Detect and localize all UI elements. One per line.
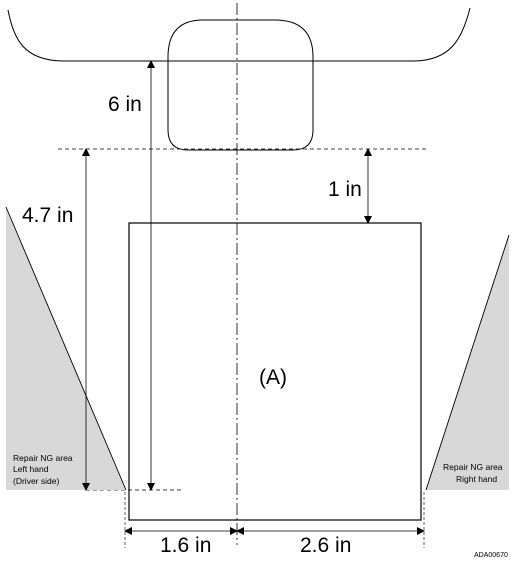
label-right-ng-2: Right hand bbox=[456, 474, 497, 484]
figure-code: ADA00670 bbox=[474, 552, 508, 559]
label-left-ng-2: Left hand bbox=[13, 464, 49, 474]
mirror-mount-outline bbox=[167, 19, 314, 151]
label-1in: 1 in bbox=[328, 178, 362, 201]
label-left-ng-3: (Driver side) bbox=[13, 476, 59, 486]
label-left-ng-1: Repair NG area bbox=[13, 453, 73, 463]
label-4-7in: 4.7 in bbox=[22, 204, 73, 227]
label-area-a: (A) bbox=[259, 366, 287, 389]
label-2-6in: 2.6 in bbox=[300, 534, 351, 557]
label-right-ng-1: Repair NG area bbox=[443, 462, 503, 472]
area-a-box bbox=[128, 222, 422, 521]
windshield-top-edge bbox=[7, 7, 471, 62]
label-1-6in: 1.6 in bbox=[160, 534, 211, 557]
label-6in: 6 in bbox=[108, 93, 142, 116]
